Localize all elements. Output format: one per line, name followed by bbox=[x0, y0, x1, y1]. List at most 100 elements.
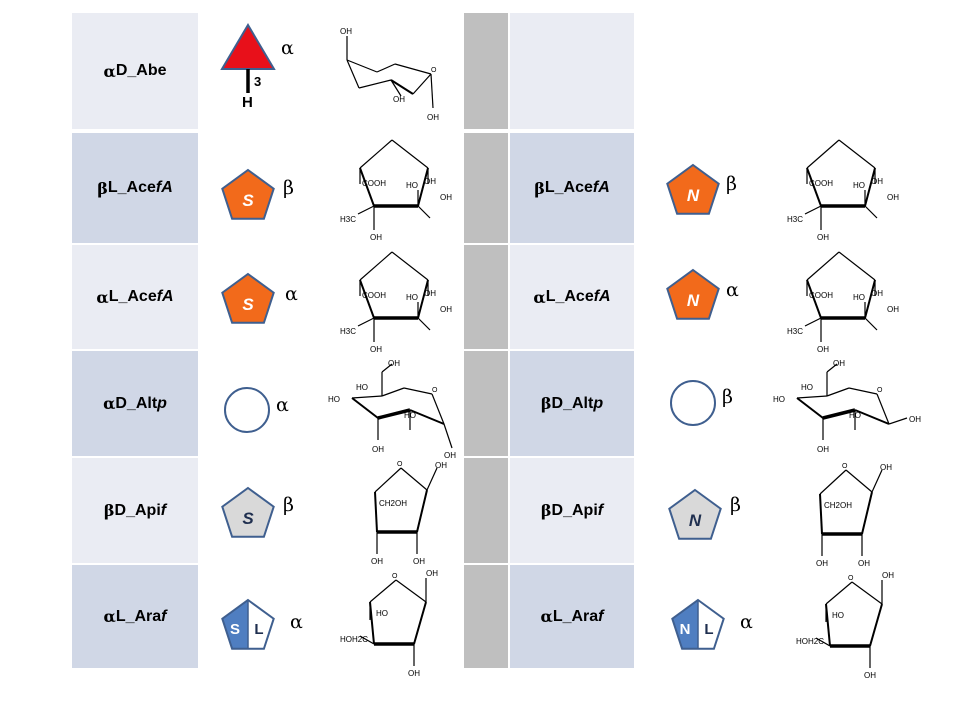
label-part: β bbox=[103, 501, 115, 520]
label-part: D_Alt bbox=[551, 394, 594, 412]
atom-label: OH bbox=[424, 289, 436, 298]
label-part: L_Ace bbox=[544, 179, 593, 196]
bond bbox=[359, 635, 375, 645]
bond bbox=[390, 79, 402, 97]
atom-label: H3C bbox=[787, 215, 803, 224]
label-part: p bbox=[593, 394, 604, 412]
label-part: D_Abe bbox=[115, 62, 167, 79]
atom-label: O bbox=[842, 463, 848, 470]
bond bbox=[417, 279, 429, 319]
circle-shape bbox=[670, 380, 716, 426]
bond bbox=[838, 251, 876, 281]
bond bbox=[409, 409, 445, 425]
divider-cell bbox=[464, 13, 508, 129]
bond bbox=[400, 467, 428, 491]
atom-label: OH bbox=[882, 571, 894, 580]
bond bbox=[822, 408, 856, 420]
label-part: f bbox=[597, 501, 604, 519]
bond bbox=[390, 79, 414, 95]
bond bbox=[888, 417, 908, 425]
right-name-cell bbox=[510, 458, 634, 563]
bond bbox=[871, 469, 883, 493]
bond bbox=[413, 601, 427, 645]
atom-label: COOH bbox=[809, 291, 833, 300]
anomer-symbol: α bbox=[281, 37, 294, 59]
bond bbox=[391, 139, 429, 169]
atom-label: O bbox=[397, 461, 403, 468]
grey-pentagon-icon: S bbox=[221, 486, 275, 538]
atom-label: HOH2C bbox=[796, 637, 824, 646]
bond bbox=[806, 139, 840, 169]
bond bbox=[374, 467, 402, 493]
divider-cell bbox=[464, 458, 508, 563]
anomer-symbol: β bbox=[726, 173, 737, 195]
bond bbox=[876, 393, 890, 425]
label-part: f bbox=[161, 607, 167, 625]
bond bbox=[357, 205, 375, 215]
bond bbox=[815, 637, 831, 647]
anomer-symbol: β bbox=[722, 386, 733, 408]
atom-label: HO bbox=[404, 411, 416, 420]
bond bbox=[431, 393, 445, 425]
label-part: L_Ara bbox=[115, 607, 162, 625]
anomer-symbol: α bbox=[726, 279, 739, 301]
bond bbox=[417, 317, 431, 331]
bond bbox=[374, 491, 378, 533]
atom-label: H3C bbox=[340, 215, 356, 224]
bond bbox=[864, 205, 878, 219]
glyph-letter: N bbox=[680, 621, 691, 638]
bond bbox=[426, 467, 438, 491]
divider-cell bbox=[464, 133, 508, 243]
bond bbox=[854, 409, 890, 425]
divider-cell bbox=[464, 351, 508, 456]
orange-pentagon-icon: S bbox=[221, 272, 275, 324]
bond bbox=[381, 387, 405, 397]
atom-label: OH bbox=[408, 669, 420, 678]
anomer-symbol: α bbox=[276, 394, 289, 416]
anomer-symbol: β bbox=[730, 494, 741, 516]
atom-label: HO bbox=[853, 181, 865, 190]
bond bbox=[395, 579, 427, 603]
atom-label: HO bbox=[853, 293, 865, 302]
atom-label: HO bbox=[832, 611, 844, 620]
label-part: D_Alt bbox=[115, 394, 158, 412]
atom-label: O bbox=[431, 67, 437, 74]
glyph-letter: S bbox=[242, 509, 254, 528]
bond bbox=[848, 387, 878, 395]
bond bbox=[806, 251, 840, 281]
anomer-symbol: α bbox=[740, 611, 753, 633]
atom-label: OH bbox=[858, 559, 870, 568]
label-part: α bbox=[103, 394, 116, 413]
atom-label: HO bbox=[328, 395, 340, 404]
left-name-cell bbox=[72, 13, 198, 129]
bond bbox=[869, 603, 883, 647]
bond bbox=[417, 205, 431, 219]
atom-label: CH2OH bbox=[824, 501, 852, 510]
right-name-cell bbox=[510, 245, 634, 349]
left-name-cell bbox=[72, 133, 198, 243]
anomer-symbol: α bbox=[290, 611, 303, 633]
bond bbox=[796, 395, 828, 399]
label-part: α bbox=[103, 61, 116, 81]
glyph-letter: S bbox=[242, 295, 254, 314]
atom-label: OH bbox=[871, 177, 883, 186]
atom-label: OH bbox=[371, 557, 383, 566]
label-part: f bbox=[598, 607, 604, 625]
label-part: L_Ara bbox=[552, 607, 599, 625]
label-part: fA bbox=[155, 179, 173, 196]
label-part: fA bbox=[156, 288, 174, 305]
